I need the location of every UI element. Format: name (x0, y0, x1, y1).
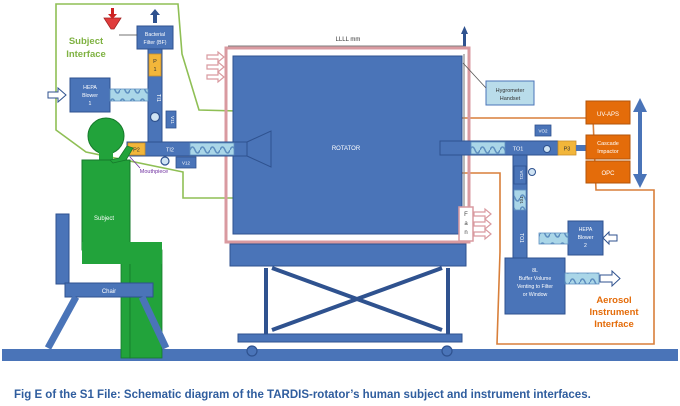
aerosol-interface-label-1: Aerosol (596, 295, 631, 306)
uv-aps-box (585, 100, 631, 125)
cascade-impactor-label-2: Impactor (597, 149, 619, 155)
buffer-volume-label-1: 8L (532, 268, 538, 274)
fan-label-1: F (464, 212, 468, 218)
v12-label: V12 (182, 161, 191, 166)
valve-2-icon (160, 156, 170, 166)
subject-interface-label-2: Interface (66, 49, 106, 60)
mouthpiece-leader (129, 156, 141, 169)
dimension-label: LLLL mm (336, 37, 361, 43)
hygrometer-label-1: Hygrometer (496, 88, 525, 94)
cascade-impactor-label-1: Cascade (597, 141, 619, 147)
chamber-inlet-cone (246, 130, 272, 168)
bacterial-filter-label-2: Filter (BF) (143, 40, 166, 46)
buffer-volume-label-2: Buffer Volume (519, 276, 552, 282)
hepa-blower-2-label-2: Blower (578, 235, 594, 241)
chair-label: Chair (102, 289, 116, 295)
uv-aps-label: UV-APS (597, 112, 619, 118)
valve-4-icon (528, 168, 536, 176)
red-down-arrow-icon (108, 8, 117, 19)
red-funnel-icon (103, 17, 122, 30)
t01-small-label: T01 (519, 196, 524, 204)
aerosol-interface-label-2: Instrument (589, 307, 639, 318)
opc-box (585, 160, 631, 184)
wheel-right-icon (441, 345, 453, 357)
hepa-blower-1-label-3: 1 (89, 101, 92, 107)
flex-hose-5 (538, 232, 569, 245)
hygrometer-label-2: Handset (500, 96, 521, 102)
hepa-blower-1-label-2: Blower (82, 93, 98, 99)
subject-label: Subject (94, 216, 114, 222)
hepa-blower-1-label-1: HEPA (83, 85, 97, 91)
blower-2-intake-arrow-icon (602, 230, 618, 246)
subject-figure (81, 117, 163, 359)
v12-box (175, 156, 197, 169)
p1-label-2: 1 (153, 67, 156, 73)
flex-hose-3 (470, 141, 506, 155)
rotator-label: ROTATOR (332, 146, 361, 152)
base-platform (237, 333, 463, 343)
subject-interface-label-1: Subject (69, 36, 104, 47)
buffer-volume-box (504, 257, 566, 315)
vo1-box (513, 165, 527, 185)
dimension-arrowhead-icon (461, 26, 468, 34)
fan-box (458, 206, 474, 242)
scissor-frame (264, 266, 450, 336)
fan-label-2: a (464, 221, 468, 227)
hepa-blower-2-label-3: 2 (584, 243, 587, 249)
valve-3-icon (543, 145, 551, 153)
p2-label: P2 (133, 148, 140, 154)
vo1-label: VO1 (519, 170, 524, 180)
flex-hose-6 (564, 272, 600, 285)
hepa-blower-2-box (567, 220, 604, 256)
tardis-schematic: ROTATOR LLLL mm F a n Subject Interface … (2, 3, 678, 361)
outlet-arrows-icon (473, 207, 492, 241)
buffer-vent-arrow-icon (599, 269, 621, 288)
v11-label: V11 (170, 116, 175, 124)
hygrometer-box (485, 80, 535, 106)
hepa-blower-1-box (69, 77, 111, 113)
flex-hose-4 (513, 189, 527, 211)
rotator-platform (229, 243, 467, 267)
aerosol-interface-label-3: Interface (594, 319, 634, 330)
cascade-impactor-box (585, 134, 631, 160)
p3-label: P3 (564, 147, 571, 153)
figure-caption: Fig E of the S1 File: Schematic diagram … (14, 389, 591, 401)
fan-label-3: n (464, 230, 467, 236)
hepa-blower-2-label-1: HEPA (579, 227, 593, 233)
wheel-left-icon (246, 345, 258, 357)
v11-box (165, 110, 177, 129)
p1-label-1: P (153, 59, 157, 65)
vo2-label: VO2 (538, 129, 548, 134)
bf-up-arrow-icon (150, 9, 160, 23)
to1-label: TO1 (513, 147, 524, 153)
dimension-tick (463, 32, 466, 46)
instrument-swap-arrow-icon (633, 98, 647, 188)
p1-sensor (148, 53, 162, 77)
mouthpiece-label: Mouthpiece (140, 169, 168, 175)
flex-hose-2 (189, 142, 235, 156)
vo2-box (534, 124, 552, 137)
bacterial-filter-label-1: Bacterial (145, 32, 165, 38)
ti1-label: TI1 (155, 94, 161, 102)
chair (44, 213, 170, 350)
inlet-arrows-icon (206, 50, 225, 84)
buffer-volume-label-3: Venting to Filter (517, 284, 553, 290)
buffer-volume-label-4: or Window (523, 292, 548, 298)
valve-icon (149, 111, 161, 123)
instrument-stub (576, 145, 586, 151)
opc-label: OPC (601, 171, 615, 177)
to1-vertical-label: TO1 (518, 233, 524, 243)
flex-hose-1 (109, 88, 149, 102)
ti2-label: TI2 (166, 148, 174, 154)
blower-intake-arrow-icon (47, 86, 67, 104)
hygrometer-cable (462, 62, 487, 89)
floor-slab (2, 349, 678, 361)
